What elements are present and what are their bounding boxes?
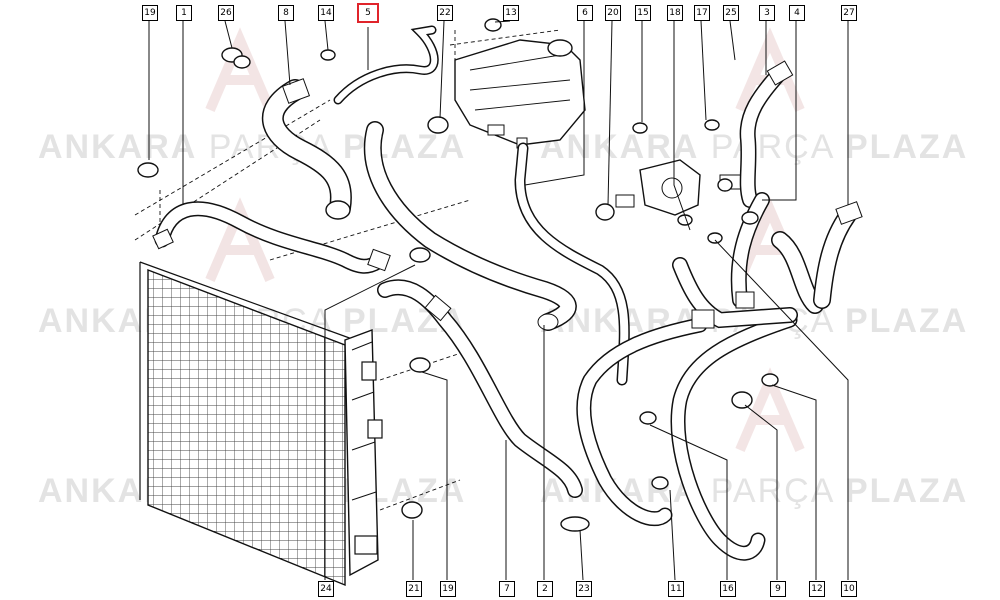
callout-10[interactable]: 10: [841, 581, 857, 597]
callout-24[interactable]: 24: [318, 581, 334, 597]
callout-12[interactable]: 12: [809, 581, 825, 597]
callout-7[interactable]: 7: [499, 581, 515, 597]
callout-2[interactable]: 2: [537, 581, 553, 597]
callout-16[interactable]: 16: [720, 581, 736, 597]
callout-9[interactable]: 9: [770, 581, 786, 597]
callout-17[interactable]: 17: [694, 5, 710, 21]
callout-15[interactable]: 15: [635, 5, 651, 21]
callout-20[interactable]: 20: [605, 5, 621, 21]
callout-19-bottom[interactable]: 19: [440, 581, 456, 597]
callout-11[interactable]: 11: [668, 581, 684, 597]
clamps: [137, 18, 779, 532]
callout-13[interactable]: 13: [503, 5, 519, 21]
callout-5-highlighted[interactable]: 5: [357, 3, 379, 23]
callout-6[interactable]: 6: [577, 5, 593, 21]
callout-3[interactable]: 3: [759, 5, 775, 21]
callout-19-top[interactable]: 19: [142, 5, 158, 21]
callout-14[interactable]: 14: [318, 5, 334, 21]
callout-1[interactable]: 1: [176, 5, 192, 21]
callout-21[interactable]: 21: [406, 581, 422, 597]
callout-26[interactable]: 26: [218, 5, 234, 21]
radiator: [139, 261, 383, 587]
callout-4[interactable]: 4: [789, 5, 805, 21]
callout-23[interactable]: 23: [576, 581, 592, 597]
callout-8[interactable]: 8: [278, 5, 294, 21]
callout-18[interactable]: 18: [667, 5, 683, 21]
callout-22[interactable]: 22: [437, 5, 453, 21]
callout-27[interactable]: 27: [841, 5, 857, 21]
expansion-tank: [454, 39, 586, 149]
callout-25[interactable]: 25: [723, 5, 739, 21]
